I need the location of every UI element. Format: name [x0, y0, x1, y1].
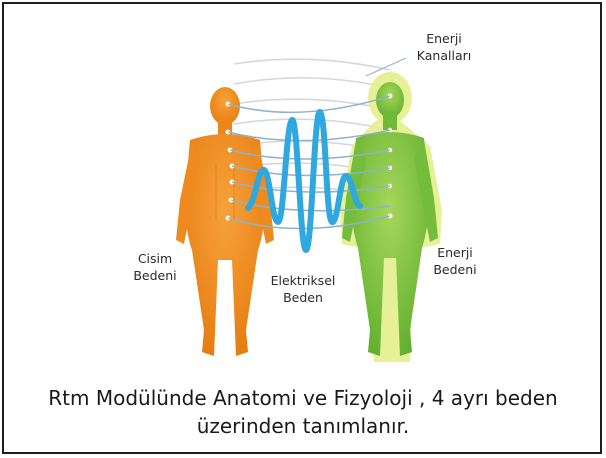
- label-physical-body: Cisim Bedeni: [118, 250, 192, 284]
- label-energy-channels: Enerji Kanalları: [404, 30, 484, 64]
- label-energy-body: Enerji Bedeni: [418, 244, 492, 278]
- physical-body-figure: [176, 87, 274, 356]
- label-electrical-body: Elektriksel Beden: [258, 272, 348, 306]
- caption-line-2: üzerinden tanımlanır.: [10, 412, 596, 440]
- caption: Rtm Modülünde Anatomi ve Fizyoloji , 4 a…: [10, 384, 596, 440]
- caption-line-1: Rtm Modülünde Anatomi ve Fizyoloji , 4 a…: [10, 384, 596, 412]
- energy-body-figure: [340, 72, 442, 362]
